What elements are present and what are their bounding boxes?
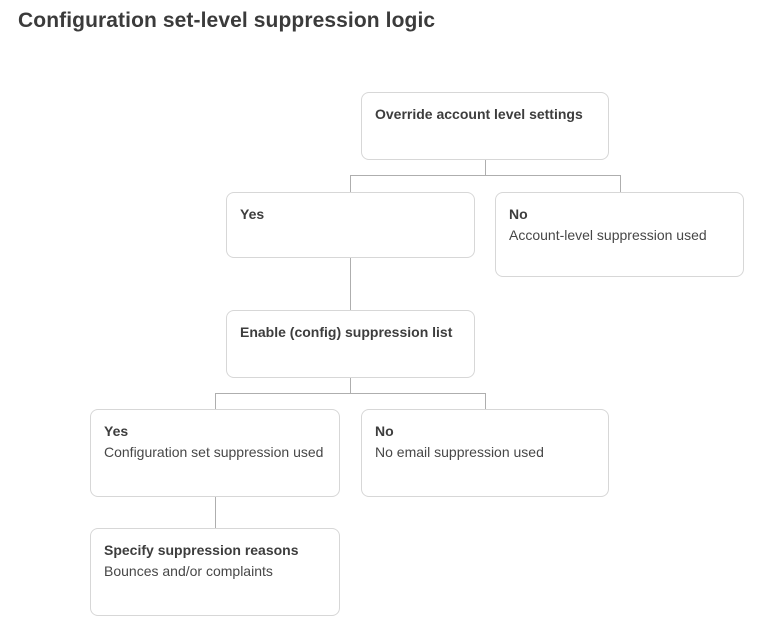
node-subtitle: Bounces and/or complaints [104, 563, 273, 579]
node-subtitle: Account-level suppression used [509, 227, 707, 243]
flow-node-override-no: No Account-level suppression used [495, 192, 744, 277]
connector-enable-branch [215, 393, 486, 394]
connector-enable-yes-drop [215, 393, 216, 409]
flow-node-specify-reasons: Specify suppression reasons Bounces and/… [90, 528, 340, 616]
page-title: Configuration set-level suppression logi… [18, 9, 436, 32]
flow-node-config-yes: Yes Configuration set suppression used [90, 409, 340, 497]
node-title: Yes [104, 423, 129, 439]
flow-node-enable-config-list: Enable (config) suppression list [226, 310, 475, 378]
node-title: Override account level settings [375, 106, 583, 122]
node-subtitle: Configuration set suppression used [104, 444, 324, 460]
node-title: Specify suppression reasons [104, 542, 299, 558]
node-title: No [509, 206, 528, 222]
flow-node-config-no: No No email suppression used [361, 409, 609, 497]
node-subtitle: No email suppression used [375, 444, 544, 460]
connector-enable-no-drop [485, 393, 486, 409]
node-title: No [375, 423, 394, 439]
node-title: Yes [240, 206, 265, 222]
connector-yes-to-specify [215, 497, 216, 528]
node-title: Enable (config) suppression list [240, 324, 453, 340]
connector-enable-stem [350, 378, 351, 393]
connector-override-branch [350, 175, 621, 176]
connector-override-stem [485, 160, 486, 176]
connector-yes-to-enable [350, 258, 351, 310]
flow-node-override-yes: Yes [226, 192, 475, 258]
flow-node-override-account-settings: Override account level settings [361, 92, 609, 160]
connector-override-no-drop [620, 175, 621, 192]
connector-override-yes-drop [350, 175, 351, 192]
